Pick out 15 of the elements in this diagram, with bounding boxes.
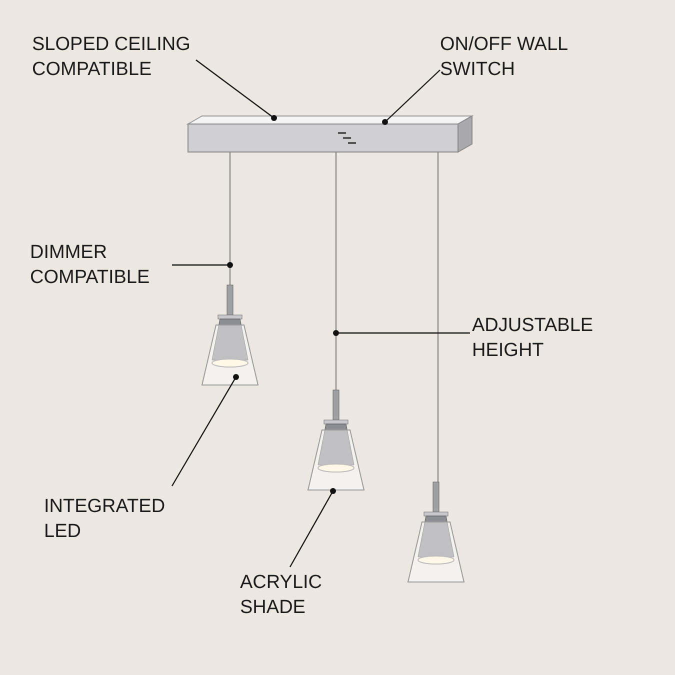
- leader-line: [172, 262, 233, 268]
- ceiling-canopy-drawing: [188, 116, 472, 152]
- suspension-cord: [334, 152, 338, 390]
- callout-label: INTEGRATED LED: [44, 494, 194, 544]
- suspension-cord: [228, 152, 232, 285]
- callout-label: ACRYLIC SHADE: [240, 570, 350, 620]
- callout-label: SLOPED CEILING COMPATIBLE: [32, 32, 212, 82]
- leader-line: [171, 374, 239, 486]
- callout-label: ON/OFF WALL SWITCH: [440, 32, 580, 82]
- leader-line: [382, 70, 440, 125]
- leader-line: [333, 330, 470, 336]
- callout-label: DIMMER COMPATIBLE: [30, 240, 180, 290]
- callout-label: ADJUSTABLE HEIGHT: [472, 313, 622, 363]
- leader-line: [196, 60, 277, 121]
- leader-line: [289, 488, 336, 568]
